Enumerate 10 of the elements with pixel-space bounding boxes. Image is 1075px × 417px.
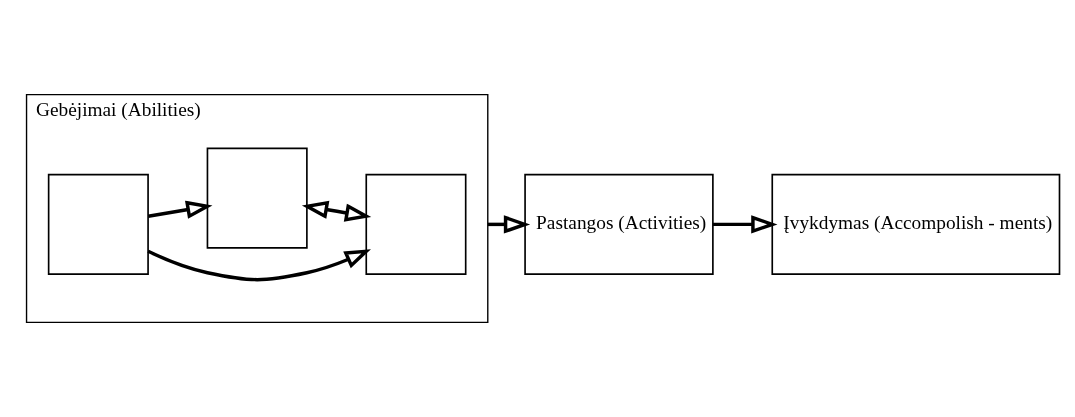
node-box — [47, 173, 149, 275]
node-box — [365, 173, 467, 275]
arrow — [713, 215, 778, 234]
node-box — [206, 147, 308, 249]
node-box: Pastangos (Activities) — [524, 173, 714, 275]
arrow — [147, 200, 213, 219]
arrow — [147, 249, 371, 282]
cluster: Gebėjimai (Abilities) — [25, 93, 489, 324]
node-box: Įvykdymas (Accompolish - ments) — [771, 173, 1061, 275]
arrow — [301, 200, 372, 222]
